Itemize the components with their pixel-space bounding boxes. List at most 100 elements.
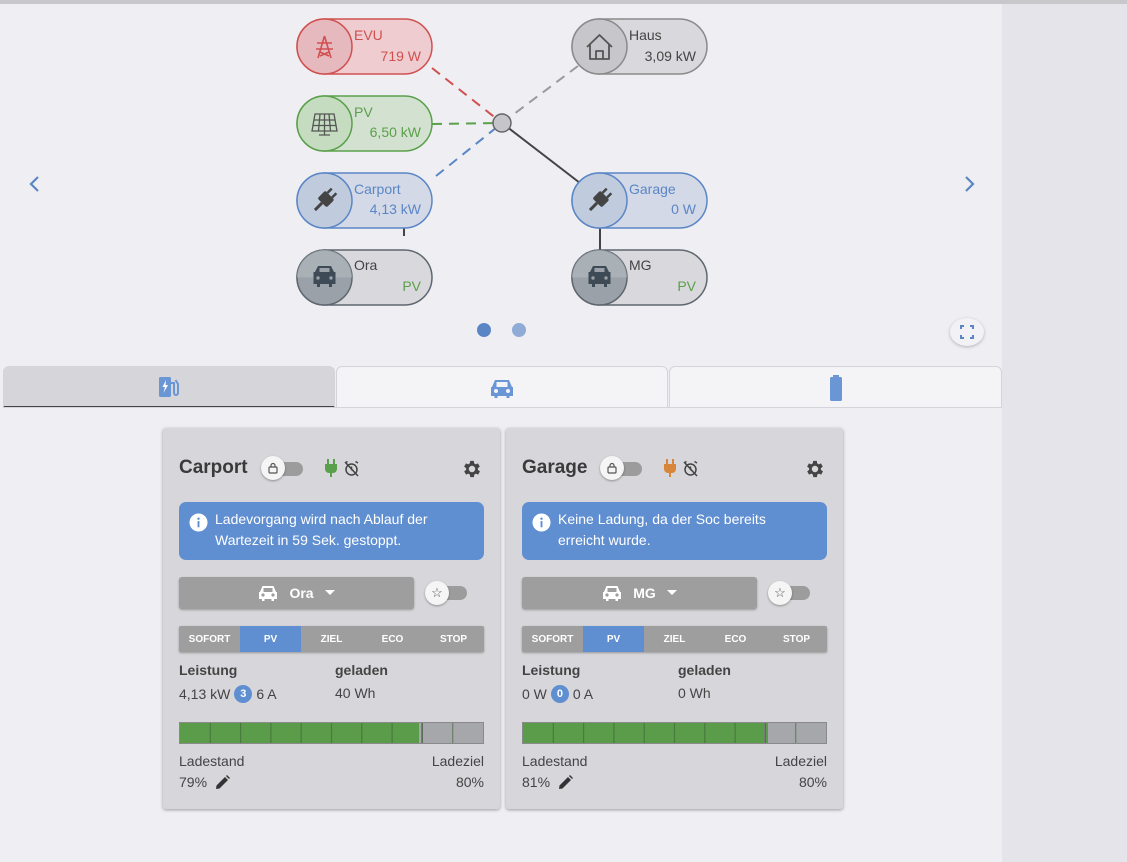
tab-charge-points[interactable] — [3, 366, 335, 408]
mode-ziel-button[interactable]: ZIEL — [320, 633, 343, 645]
mode-pv-button[interactable]: PV — [583, 626, 644, 652]
caret-down-icon — [666, 590, 677, 595]
power-value-row: 4,13 kW 3 6 A — [179, 685, 277, 703]
mode-sofort-button[interactable]: SOFORT — [531, 633, 574, 645]
charged-label: geladen — [335, 662, 388, 678]
phase-badge: 0 — [550, 685, 569, 703]
car-icon — [603, 586, 622, 601]
flow-node-ora[interactable]: Ora PV — [296, 249, 433, 306]
mode-stop-button[interactable]: STOP — [782, 633, 811, 645]
soc-value: 79% — [179, 774, 208, 790]
car-icon — [313, 266, 336, 287]
mode-pv-button[interactable]: PV — [240, 626, 301, 652]
ev-plug-icon — [588, 187, 613, 212]
current-value: 6 A — [256, 686, 277, 702]
flow-node-pv[interactable]: PV 6,50 kW — [296, 95, 433, 152]
car-icon — [259, 586, 278, 601]
caret-down-icon — [324, 590, 335, 595]
gear-icon[interactable] — [461, 458, 483, 480]
soc-value-row: 81% — [522, 774, 574, 790]
next-slide-button[interactable] — [957, 172, 981, 196]
flow-node-value: PV — [402, 278, 421, 294]
priority-toggle[interactable]: ☆ — [768, 581, 812, 605]
plug-status-icon — [325, 459, 337, 477]
battery-icon — [829, 374, 842, 401]
flow-node-haus[interactable]: Haus 3,09 kW — [571, 18, 708, 75]
flow-node-mg[interactable]: MG PV — [571, 249, 708, 306]
flow-node-evu[interactable]: EVU 719 W — [296, 18, 433, 75]
status-message-text: Keine Ladung, da der Soc bereits erreich… — [558, 511, 766, 548]
mode-stop-button[interactable]: STOP — [439, 633, 468, 645]
vehicle-select[interactable]: MG — [522, 577, 757, 609]
lock-toggle[interactable] — [600, 456, 642, 480]
gear-icon[interactable] — [804, 458, 826, 480]
tab-battery[interactable] — [669, 366, 1002, 408]
flow-node-carport[interactable]: Carport 4,13 kW — [296, 172, 433, 229]
charged-value: 40 Wh — [335, 685, 376, 701]
flow-node-label: PV — [354, 104, 373, 120]
solar-panel-icon — [311, 113, 338, 136]
info-icon — [189, 513, 208, 532]
star-icon: ☆ — [425, 581, 449, 605]
fullscreen-button[interactable] — [950, 318, 984, 346]
target-label: Ladeziel — [431, 753, 484, 769]
flow-line-pv — [431, 122, 503, 125]
charged-label: geladen — [678, 662, 731, 678]
soc-bar — [522, 722, 827, 744]
power-label: Leistung — [522, 662, 581, 678]
current-value: 0 A — [572, 686, 594, 702]
pencil-icon[interactable] — [558, 774, 574, 790]
flow-node-label: Garage — [629, 181, 676, 197]
alarm-off-icon — [344, 460, 359, 477]
flow-node-value: 4,13 kW — [370, 201, 422, 217]
flow-node-label: MG — [629, 257, 652, 273]
flow-node-garage[interactable]: Garage 0 W — [571, 172, 708, 229]
charge-point-card-garage: Garage — [506, 428, 843, 809]
power-pylon-icon — [316, 35, 333, 59]
lock-icon — [268, 462, 278, 474]
soc-fill — [523, 723, 769, 743]
phase-badge: 3 — [234, 685, 253, 703]
soc-ticks — [552, 723, 797, 743]
power-value-row: 0 W 0 0 A — [522, 685, 593, 703]
flow-node-value: 3,09 kW — [645, 48, 697, 64]
page-dot-2[interactable] — [512, 323, 526, 337]
mode-ziel-button[interactable]: ZIEL — [663, 633, 686, 645]
power-label: Leistung — [179, 662, 238, 678]
top-shadow-bar — [0, 0, 1127, 4]
house-icon — [586, 34, 613, 60]
soc-value: 81% — [522, 774, 551, 790]
flow-node-label: Ora — [354, 257, 378, 273]
priority-toggle[interactable]: ☆ — [425, 581, 469, 605]
main-area: EVU 719 W Haus 3,09 kW PV 6,50 kW — [0, 0, 1002, 862]
fullscreen-icon — [960, 325, 974, 339]
flow-node-value: 6,50 kW — [370, 124, 422, 140]
pencil-icon[interactable] — [215, 774, 231, 790]
lock-toggle[interactable] — [261, 456, 303, 480]
power-flow-diagram: EVU 719 W Haus 3,09 kW PV 6,50 kW — [296, 18, 708, 306]
power-value: 4,13 kW — [179, 686, 231, 702]
status-message: Keine Ladung, da der Soc bereits erreich… — [522, 502, 827, 560]
mode-eco-button[interactable]: ECO — [381, 633, 404, 645]
chevron-left-icon — [29, 176, 39, 192]
flow-node-label: Haus — [629, 27, 662, 43]
target-value: 80% — [798, 774, 827, 790]
flow-line-garage — [501, 122, 581, 184]
charge-mode-selector: SOFORT PV ZIEL ECO STOP — [522, 626, 827, 652]
charging-station-icon — [159, 376, 179, 397]
vehicle-name: Ora — [289, 585, 314, 601]
flow-node-label: EVU — [354, 27, 383, 43]
prev-slide-button[interactable] — [23, 172, 47, 196]
mode-sofort-button[interactable]: SOFORT — [188, 633, 231, 645]
flow-node-value: 719 W — [381, 48, 422, 64]
charge-point-card-carport: Carport — [163, 428, 500, 809]
mode-eco-button[interactable]: ECO — [724, 633, 747, 645]
flow-line-haus — [501, 65, 579, 124]
page-dot-1[interactable] — [477, 323, 491, 337]
status-message-text: Ladevorgang wird nach Ablauf der Warteze… — [215, 511, 428, 548]
tab-divider — [3, 407, 1002, 408]
tab-bar — [3, 366, 1002, 408]
alarm-off-icon — [683, 460, 698, 477]
tab-vehicles[interactable] — [336, 366, 668, 408]
vehicle-select[interactable]: Ora — [179, 577, 414, 609]
